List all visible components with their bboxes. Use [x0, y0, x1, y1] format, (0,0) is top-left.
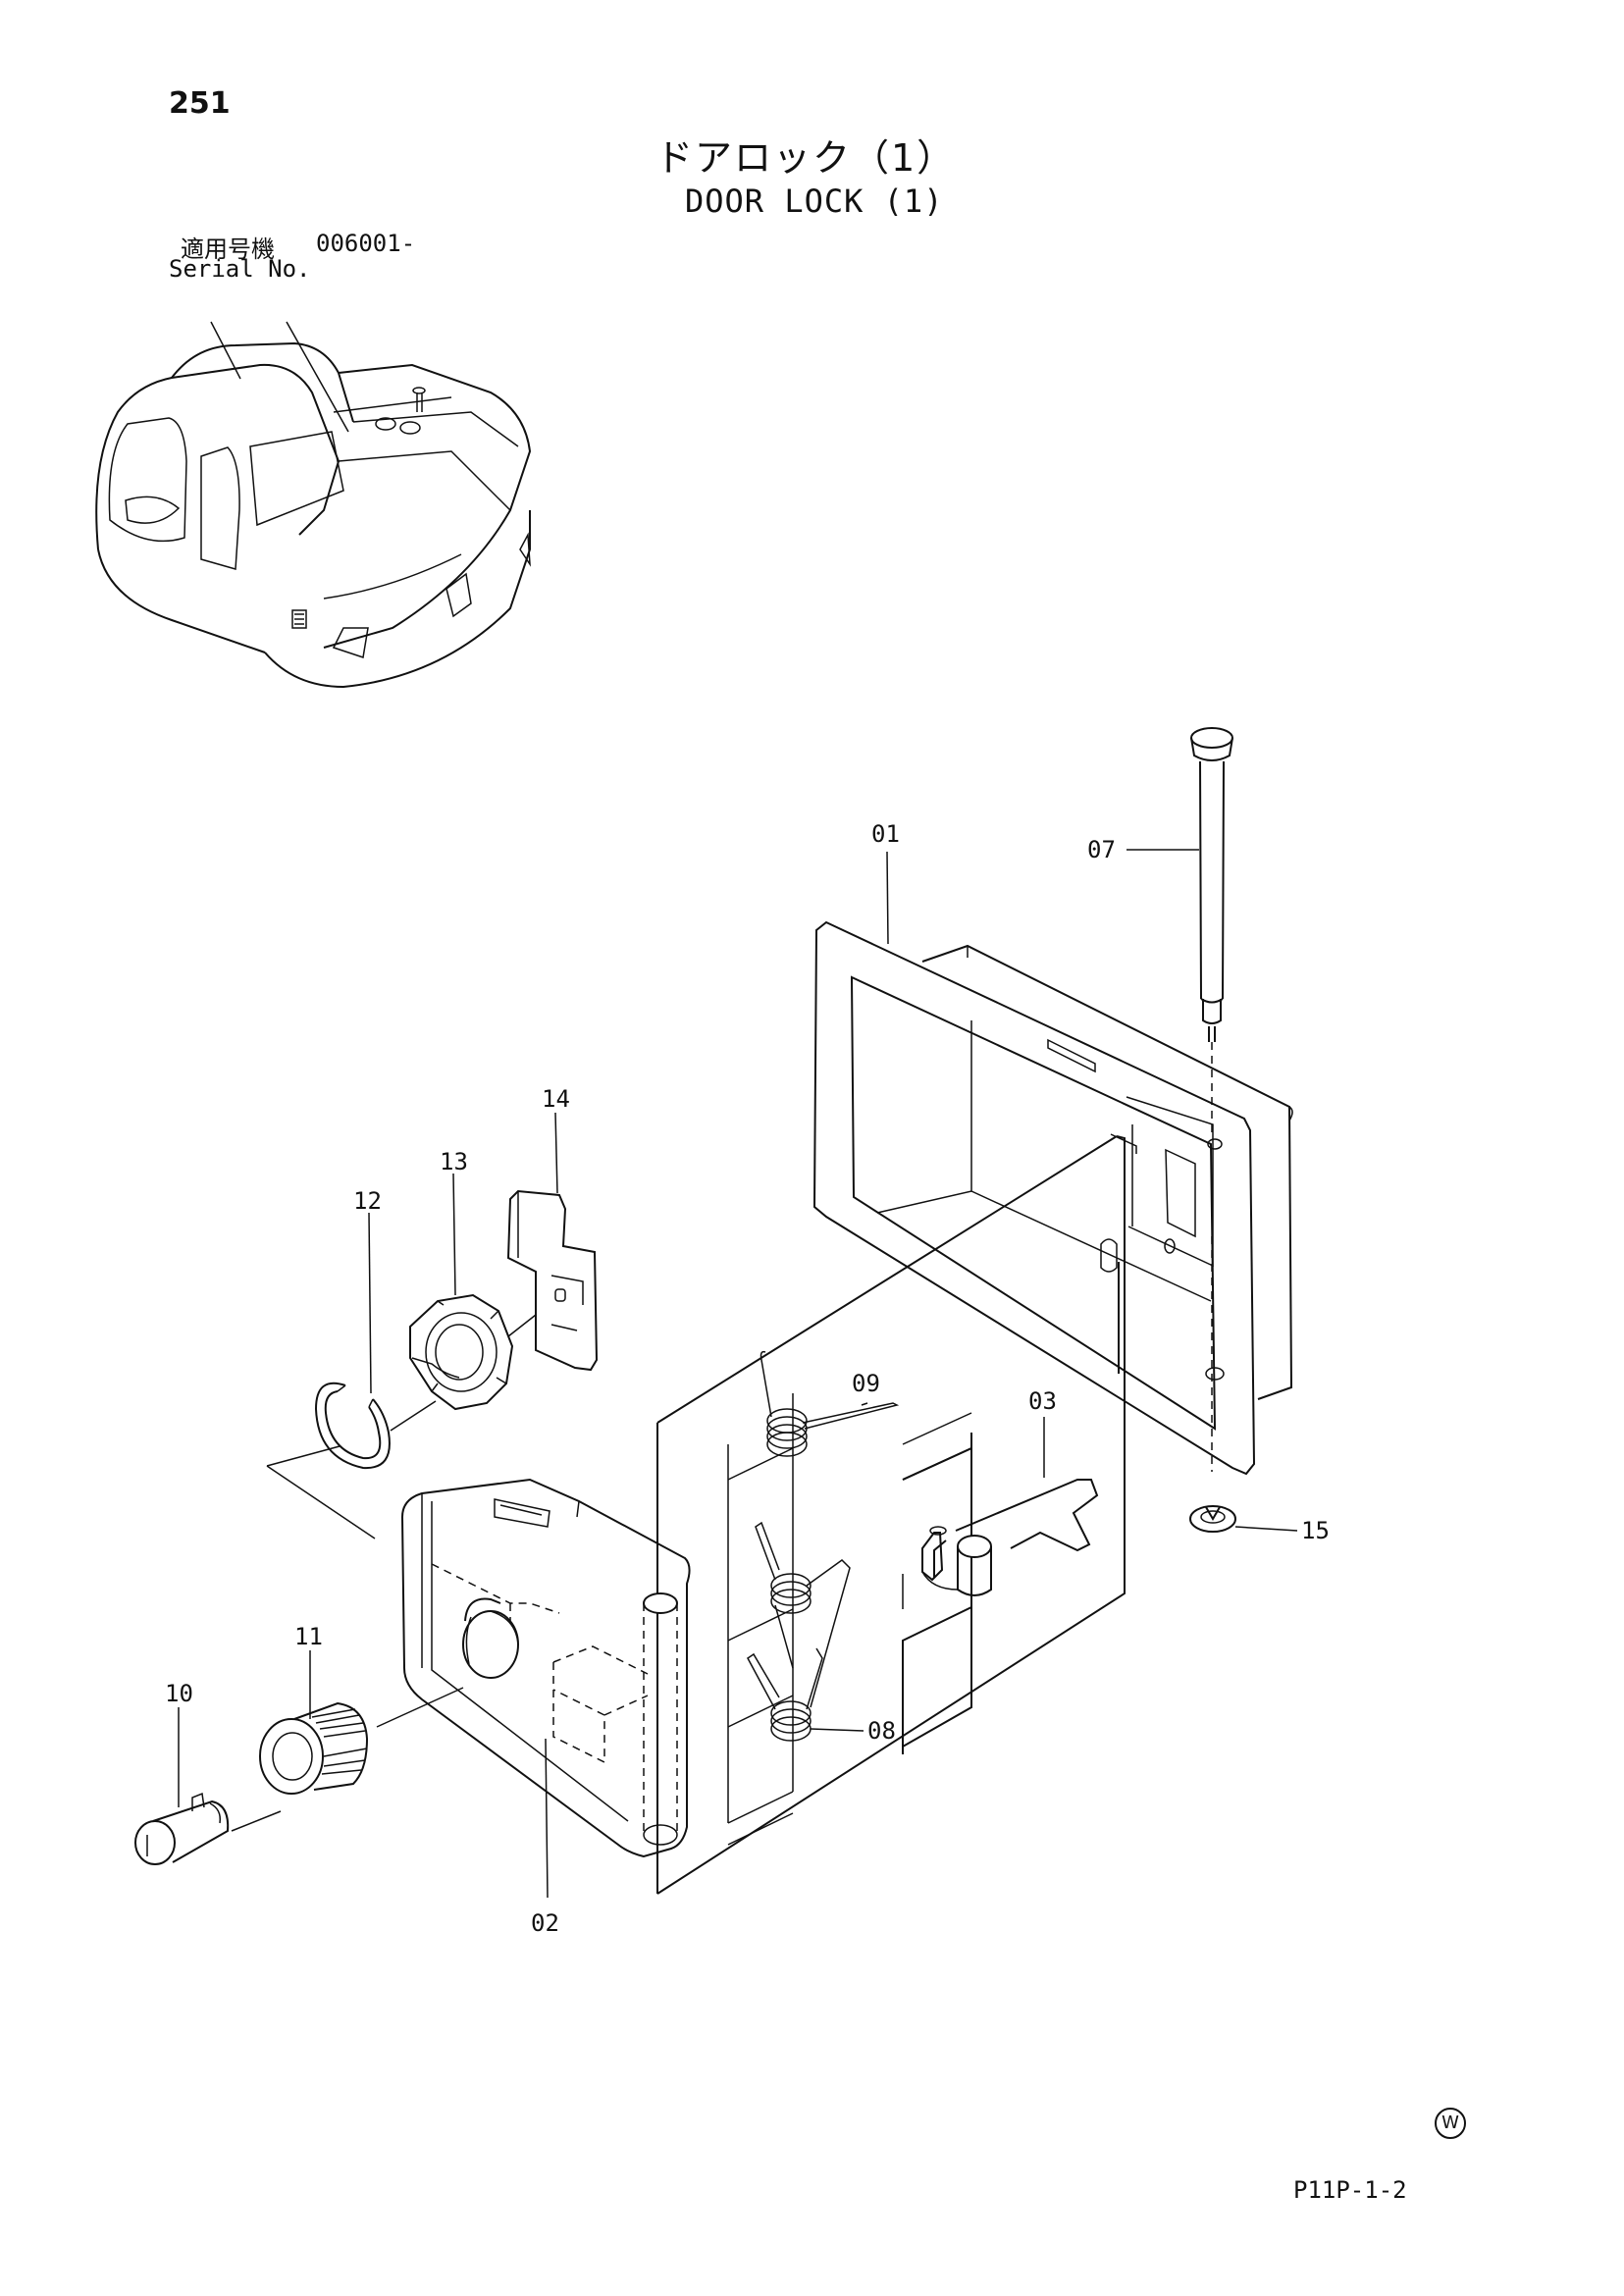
part-02-lock-body: [400, 1478, 691, 1858]
part-10-key-cylinder: [134, 1792, 230, 1865]
callout-07: 07: [1087, 836, 1116, 863]
part-12-retaining-ring: [314, 1382, 391, 1470]
part-07-pin: [1190, 727, 1233, 1472]
callout-09: 09: [852, 1370, 880, 1397]
part-08-torsion-spring-lower: [747, 1647, 823, 1742]
w-circle-mark: W: [1435, 2108, 1466, 2139]
callout-11: 11: [294, 1623, 323, 1650]
page-number: 251: [169, 86, 231, 121]
callout-13: 13: [440, 1148, 468, 1175]
assembly-guide-lines: [656, 1135, 1126, 1895]
part-01-handle-housing: [812, 920, 1293, 1476]
part-03-lock-lever: [921, 1479, 1099, 1596]
callout-02: 02: [531, 1909, 559, 1937]
page-title-english: DOOR LOCK (1): [685, 183, 944, 220]
serial-range: 006001-: [316, 230, 416, 257]
callout-15: 15: [1301, 1517, 1330, 1544]
callout-12: 12: [353, 1187, 382, 1215]
callout-10: 10: [165, 1680, 193, 1707]
callout-01: 01: [871, 820, 900, 848]
page-title-japanese: ドアロック（1）: [655, 136, 957, 180]
serial-label-japanese: 適用号機: [181, 235, 275, 263]
callout-08: 08: [867, 1717, 896, 1745]
callout-14: 14: [542, 1085, 570, 1113]
part-13-lock-nut: [409, 1293, 514, 1411]
part-11-cylinder-housing: [259, 1701, 369, 1795]
part-09-torsion-spring-upper: [760, 1350, 900, 1457]
serial-label-english: Serial No.: [169, 255, 311, 283]
page-code: P11P-1-2: [1293, 2176, 1407, 2204]
part-15-snap-ring: [1189, 1505, 1236, 1533]
callout-03: 03: [1028, 1387, 1057, 1415]
part-14-lock-plate: [506, 1189, 599, 1372]
excavator-locator-illustration: [95, 321, 532, 689]
torsion-spring-middle: [755, 1521, 851, 1708]
